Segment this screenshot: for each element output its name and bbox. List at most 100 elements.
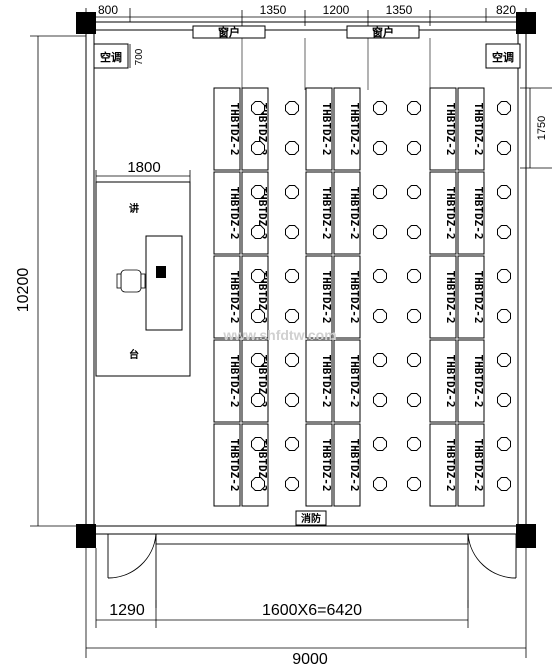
stool-icon (285, 353, 299, 367)
ac-right-label: 空调 (492, 50, 514, 64)
bench: THBTDZ-2 (241, 87, 269, 171)
stool-icon (407, 477, 421, 491)
bench-label: THBTDZ-2 (348, 355, 361, 408)
bench-outline (429, 255, 457, 339)
bench: THBTDZ-2 (333, 87, 361, 171)
bench-outline (213, 171, 241, 255)
stool-icon (407, 225, 421, 239)
window-right-label: 窗户 (372, 25, 394, 39)
window-right: 窗户 (346, 25, 420, 39)
bench-label: THBTDZ-2 (348, 439, 361, 492)
bench-label: THBTDZ-2 (320, 355, 333, 408)
bench: THBTDZ-2 (333, 423, 361, 507)
bench-label: THBTDZ-2 (348, 103, 361, 156)
bench: THBTDZ-2 (213, 171, 241, 255)
watermark: www.shfdtw.com (222, 327, 336, 343)
chair-icon (116, 269, 146, 293)
stool-icon (251, 477, 265, 491)
stool-icon (251, 393, 265, 407)
bench: THBTDZ-2 (305, 171, 333, 255)
stool-icon (251, 353, 265, 367)
bench-outline (429, 171, 457, 255)
stool-icon (373, 225, 387, 239)
bench: THBTDZ-2 (305, 87, 333, 171)
stool-icon (497, 437, 511, 451)
bench: THBTDZ-2 (429, 255, 457, 339)
dim-top-1200: 1200 (323, 3, 350, 17)
door (107, 533, 517, 608)
stool-icon (497, 185, 511, 199)
corner-columns (76, 12, 536, 548)
bench-outline (457, 171, 485, 255)
bench-outline (305, 423, 333, 507)
stool-icon (285, 269, 299, 283)
dim-ac-height: 700 (134, 48, 145, 65)
stool-icon (251, 225, 265, 239)
bench: THBTDZ-2 (333, 339, 361, 423)
bench-label: THBTDZ-2 (472, 355, 485, 408)
dim-top-1350-b: 1350 (386, 3, 413, 17)
bench-outline (213, 423, 241, 507)
bench-outline (457, 255, 485, 339)
podium: 讲 台 (95, 181, 191, 377)
stool-icon (373, 393, 387, 407)
bench-outline (305, 255, 333, 339)
bench-outline (333, 171, 361, 255)
stool-icon (285, 225, 299, 239)
dim-right-height: 1750 (536, 116, 548, 140)
bottom-dimensions (85, 548, 527, 658)
fire-extinguisher: 消防 (295, 510, 327, 526)
stool-icon (285, 185, 299, 199)
podium-label-bottom: 台 (129, 348, 139, 361)
stool-icon (407, 185, 421, 199)
bench-label: THBTDZ-2 (348, 187, 361, 240)
fire-label: 消防 (301, 512, 321, 525)
stool-icon (407, 269, 421, 283)
bench: THBTDZ-2 (333, 171, 361, 255)
bench-label: THBTDZ-2 (320, 271, 333, 324)
window-left: 窗户 (192, 25, 266, 39)
bench: THBTDZ-2 (241, 339, 269, 423)
column-guides (241, 38, 431, 90)
bench: THBTDZ-2 (457, 255, 485, 339)
bench: THBTDZ-2 (241, 171, 269, 255)
stool-icon (285, 393, 299, 407)
ac-left: 空调 (93, 43, 129, 69)
bench-outline (333, 255, 361, 339)
bench-outline (457, 87, 485, 171)
stool-icon (285, 309, 299, 323)
window-left-label: 窗户 (218, 25, 240, 39)
stool-icon (373, 309, 387, 323)
bench: THBTDZ-2 (305, 339, 333, 423)
stool-icon (373, 353, 387, 367)
bench-outline (213, 87, 241, 171)
bench-label: THBTDZ-2 (320, 187, 333, 240)
stool-icon (407, 309, 421, 323)
ac-right: 空调 (485, 43, 521, 69)
stool-icon (251, 437, 265, 451)
dim-podium-width: 1800 (127, 159, 160, 176)
stool-icon (285, 101, 299, 115)
stool-icon (497, 225, 511, 239)
lab-benches: THBTDZ-2THBTDZ-2THBTDZ-2THBTDZ-2THBTDZ-2… (213, 87, 485, 507)
bench-outline (429, 339, 457, 423)
stool-icon (407, 437, 421, 451)
stool-icon (251, 101, 265, 115)
dim-total-height: 10200 (15, 268, 32, 313)
bench-outline (213, 255, 241, 339)
bench: THBTDZ-2 (213, 423, 241, 507)
stool-icon (251, 309, 265, 323)
bench-outline (333, 339, 361, 423)
stool-icon (373, 437, 387, 451)
dim-top-left: 800 (98, 3, 118, 17)
bench: THBTDZ-2 (429, 171, 457, 255)
ac-left-label: 空调 (100, 50, 122, 64)
bench-outline (429, 87, 457, 171)
stool-icon (251, 269, 265, 283)
bench-label: THBTDZ-2 (444, 187, 457, 240)
bench-label: THBTDZ-2 (472, 103, 485, 156)
bench: THBTDZ-2 (429, 339, 457, 423)
dim-total-width: 9000 (292, 651, 328, 668)
bench: THBTDZ-2 (333, 255, 361, 339)
